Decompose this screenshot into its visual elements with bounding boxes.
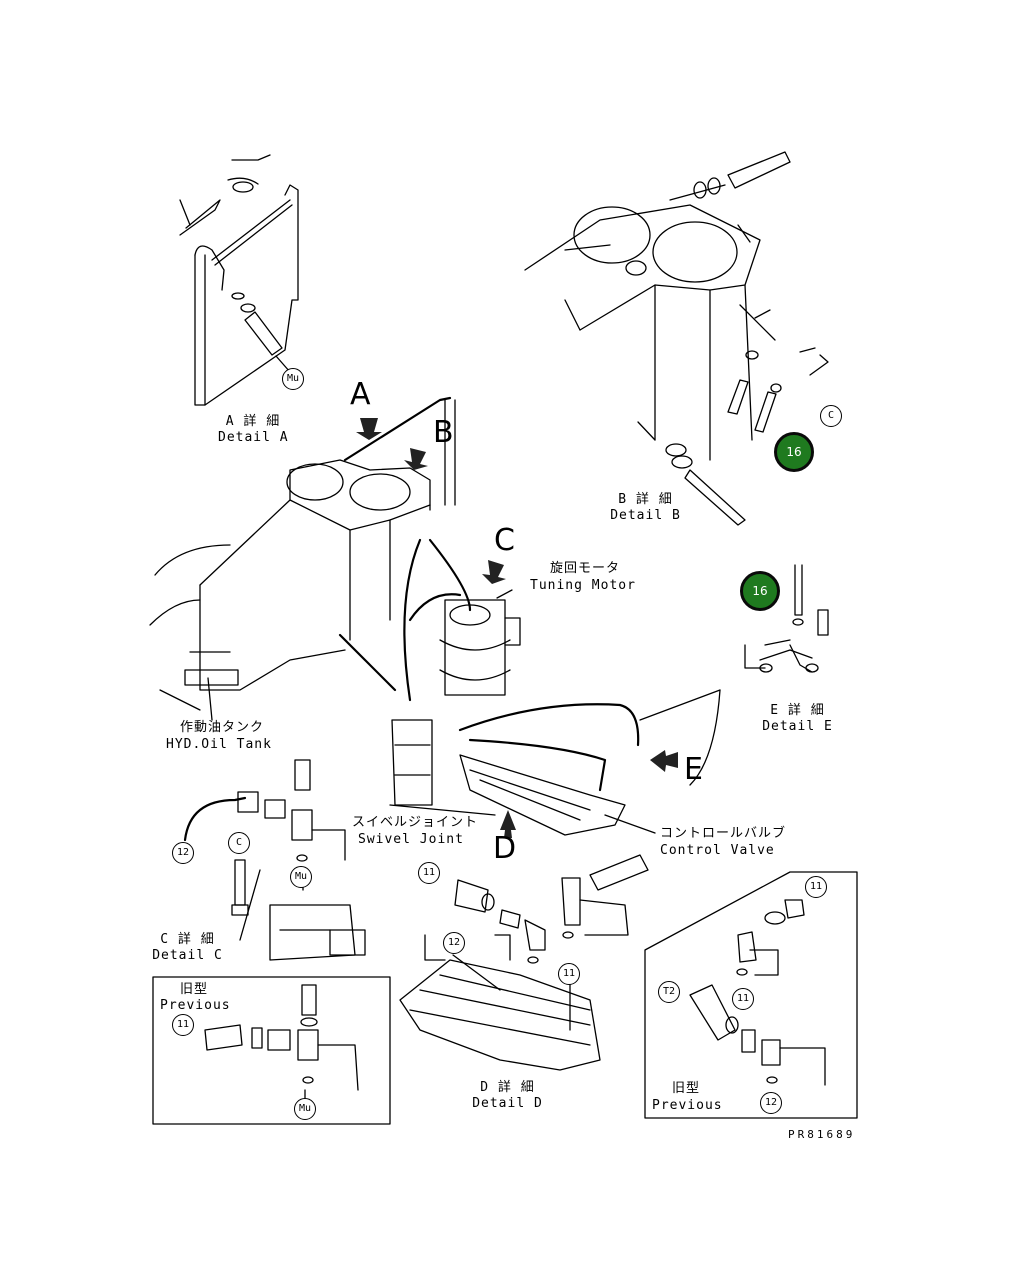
detail-c-jp: C 詳 細: [160, 932, 215, 947]
turning-motor-jp: 旋回モータ: [550, 561, 621, 576]
previous-left-en: Previous: [160, 998, 231, 1013]
callout-c-c: C: [228, 832, 250, 854]
swivel-joint-jp: スイベルジョイント: [352, 815, 479, 830]
view-letter-a: A: [350, 377, 371, 412]
callout-mu-c: Mu: [290, 866, 312, 888]
previous-box-right-frame: [644, 871, 858, 1119]
main-machine-drawing: [149, 396, 721, 838]
turning-motor-en: Tuning Motor: [530, 578, 636, 593]
detail-b-en: Detail B: [610, 508, 681, 523]
callout-mu-prev-left: Mu: [294, 1098, 316, 1120]
control-valve-en: Control Valve: [660, 843, 775, 858]
previous-right-jp: 旧型: [672, 1081, 701, 1096]
detail-b-drawing: [524, 151, 829, 526]
view-letter-e: E: [684, 752, 703, 787]
turning-motor-label: 旋回モータ: [550, 561, 620, 577]
callout-11-d-top: 11: [418, 862, 440, 884]
control-valve-jp: コントロールバルブ: [660, 826, 787, 841]
detail-c-label: C 詳 細 Detail C: [150, 932, 225, 964]
previous-box-left-frame: [152, 976, 391, 1125]
callout-12-d: 12: [443, 932, 465, 954]
hotspot-16-detail-e[interactable]: 16: [740, 571, 780, 611]
callout-12-c: 12: [172, 842, 194, 864]
detail-a-label: A 詳 細 Detail A: [218, 414, 288, 446]
callout-mu-a: Mu: [282, 368, 304, 390]
detail-d-jp: D 詳 細: [480, 1080, 535, 1095]
view-letter-c: C: [494, 523, 515, 558]
previous-left-drawing: [204, 984, 359, 1101]
detail-d-label: D 詳 細 Detail D: [470, 1080, 545, 1112]
detail-b-jp: B 詳 細: [618, 492, 673, 507]
detail-a-jp: A 詳 細: [225, 414, 281, 429]
previous-left-jp: 旧型: [180, 982, 209, 997]
drawing-code: PR81689: [788, 1128, 856, 1141]
previous-right-drawing: [689, 899, 826, 1086]
detail-b-label: B 詳 細 Detail B: [608, 492, 683, 524]
detail-e-jp: E 詳 細: [770, 703, 825, 718]
callout-12-prev-right: 12: [760, 1092, 782, 1114]
hyd-tank-en: HYD.Oil Tank: [166, 737, 272, 752]
detail-e-label: E 詳 細 Detail E: [760, 703, 835, 735]
hyd-tank-label: 作動油タンク: [180, 720, 264, 736]
detail-e-drawing: [744, 564, 829, 673]
swivel-joint-en: Swivel Joint: [358, 832, 464, 847]
detail-d-en: Detail D: [472, 1096, 543, 1111]
callout-t2-prev-right: T2: [658, 981, 680, 1003]
callout-11-d-right: 11: [558, 963, 580, 985]
view-letter-d: D: [493, 831, 517, 866]
previous-right-en: Previous: [652, 1098, 723, 1113]
callout-11-prev-right-top: 11: [805, 876, 827, 898]
detail-c-en: Detail C: [152, 948, 223, 963]
callout-11-prev-left: 11: [172, 1014, 194, 1036]
detail-e-en: Detail E: [762, 719, 833, 734]
hyd-tank-jp: 作動油タンク: [180, 720, 265, 735]
callout-11-prev-right-mid: 11: [732, 988, 754, 1010]
detail-a-en: Detail A: [218, 430, 289, 445]
hotspot-16-detail-b[interactable]: 16: [774, 432, 814, 472]
view-letter-b: B: [433, 415, 454, 450]
detail-d-drawing: [399, 854, 649, 1071]
callout-c-b: C: [820, 405, 842, 427]
detail-a-drawing: [179, 154, 299, 406]
detail-c-drawing: [183, 759, 366, 961]
